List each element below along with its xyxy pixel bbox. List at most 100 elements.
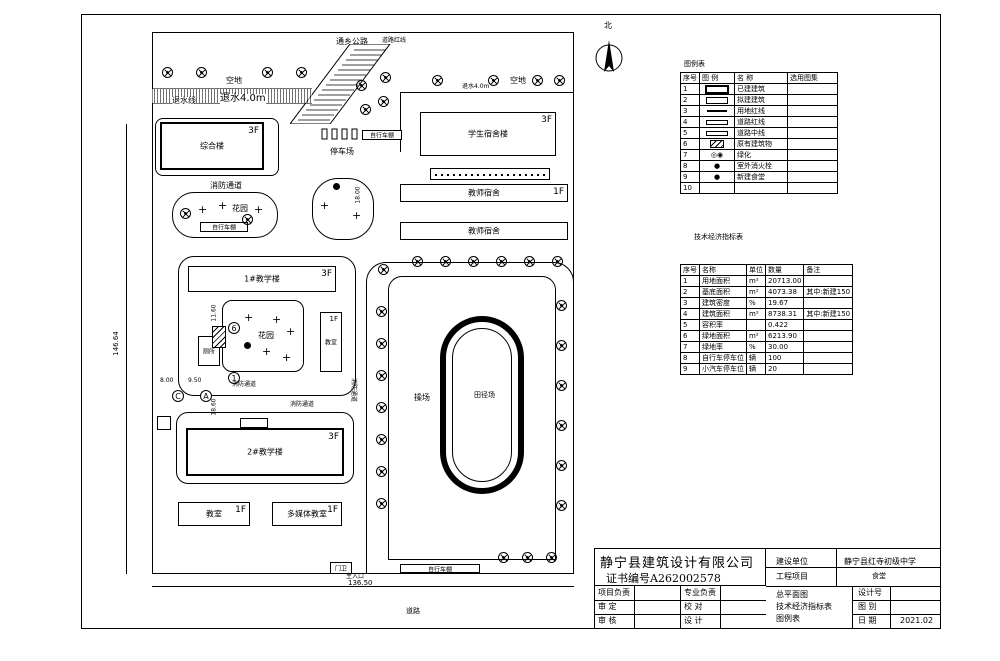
setback-label-left: 退水线 <box>172 96 196 105</box>
tree-icon <box>552 256 563 267</box>
main-entrance-label: 主入口 <box>346 573 365 580</box>
legend-symbol <box>699 127 735 139</box>
ind-cell: m² <box>746 308 766 320</box>
dim-line-bottom <box>152 586 574 587</box>
dim-3: 9.50 <box>188 377 202 384</box>
tree-icon <box>376 370 387 381</box>
tb-client-label: 建设单位 <box>776 557 808 566</box>
north-label: 北 <box>604 21 612 30</box>
legend-no: 7 <box>680 149 700 161</box>
teach2-link <box>240 418 268 428</box>
ind-cell: 4 <box>680 308 700 320</box>
ind-cell <box>803 330 854 342</box>
legend-no: 4 <box>680 116 700 128</box>
north-arrow-icon <box>592 32 626 76</box>
marker-a: A <box>200 390 212 402</box>
tb-role-design: 设 计 <box>684 616 703 625</box>
ind-cell: 建筑面积 <box>699 308 747 320</box>
ind-cell: 绿地面积 <box>699 330 747 342</box>
tb-client: 静宁县红寺初级中学 <box>844 557 916 566</box>
shrub-icon: + <box>272 313 282 326</box>
dim-5: 18.00 <box>354 186 362 204</box>
parking-label: 停车场 <box>330 147 354 156</box>
shrub-icon: + <box>244 311 254 324</box>
title-block <box>594 548 941 629</box>
teacher-dorm-1-floors: 1F <box>553 187 564 197</box>
ind-cell: 9 <box>680 363 700 375</box>
classroom-b-floors: 1F <box>235 505 246 515</box>
classroom-b-label: 教室 <box>206 509 222 519</box>
ind-cell: 7 <box>680 341 700 353</box>
tb-role-review: 审 定 <box>598 602 617 611</box>
garden-2 <box>312 178 374 240</box>
tree-icon <box>556 340 567 351</box>
ind-cell: 19.67 <box>764 297 805 309</box>
shrub-icon: + <box>254 203 264 216</box>
dim-2: 8.00 <box>160 377 174 384</box>
teacher-dorm-2-label: 教师宿舍 <box>468 226 500 236</box>
tree-icon <box>378 264 389 275</box>
tb-vline <box>836 548 837 586</box>
legend-name: 道路红线 <box>734 116 788 128</box>
flowers-label-3: 花园 <box>258 331 274 340</box>
tree-icon <box>196 67 207 78</box>
legend-name: 用地红线 <box>734 105 788 117</box>
ind-cell: m² <box>746 275 766 287</box>
legend-ref <box>787 138 838 150</box>
tree-icon <box>556 500 567 511</box>
tree-icon <box>556 300 567 311</box>
running-track <box>440 316 524 494</box>
flowers-label-1: 花园 <box>232 204 248 213</box>
tree-icon <box>180 208 191 219</box>
track-label: 田径场 <box>474 391 495 399</box>
legend-name: 已建建筑 <box>734 83 788 95</box>
garden-1 <box>172 192 278 238</box>
ind-cell <box>803 297 854 309</box>
tree-icon <box>378 96 389 107</box>
top-road-label: 通乡公路 <box>336 37 368 46</box>
tree-icon <box>556 460 567 471</box>
gate-label: 门卫 <box>334 565 347 573</box>
legend-header-ref: 选用图集 <box>787 72 838 84</box>
inner-fence-line-2 <box>400 92 401 152</box>
legend-name: 室外消火栓 <box>734 160 788 172</box>
legend-no: 3 <box>680 105 700 117</box>
legend-ref <box>787 149 838 161</box>
teach-building-2: 2#教学楼 3F <box>186 428 344 476</box>
tree-icon <box>546 552 557 563</box>
tree-icon <box>296 67 307 78</box>
marker-6: 6 <box>228 322 240 334</box>
parking-stalls <box>320 126 360 144</box>
tree-icon <box>162 67 173 78</box>
legend-no: 1 <box>680 83 700 95</box>
legend-symbol: ◎◉ <box>699 149 735 161</box>
tree-icon <box>376 338 387 349</box>
ind-cell: 基底面积 <box>699 286 747 298</box>
tree-icon <box>556 420 567 431</box>
legend-no: 10 <box>680 182 700 194</box>
playground-inner <box>388 276 556 560</box>
dorm-building: 学生宿舍楼 3F <box>420 112 556 156</box>
bike-shed-3-label: 自行车棚 <box>427 566 452 573</box>
tb-project: 食堂 <box>872 572 886 580</box>
setback-label-right: 退水4.0m <box>462 83 490 90</box>
ind-cell: 20 <box>764 363 805 375</box>
tree-icon <box>376 498 387 509</box>
complex-building: 综合楼 3F <box>160 122 264 170</box>
bike-shed-2: 自行车棚 <box>200 222 248 232</box>
ind-cell <box>803 352 854 364</box>
ind-header: 数量 <box>764 264 805 276</box>
teacher-dorm-1: 教师宿舍 1F <box>400 184 568 202</box>
tb-sheet-desc-1: 总平面图 <box>776 590 808 599</box>
tb-line <box>766 567 941 568</box>
tb-role-project-lead: 项目负责 <box>598 588 630 597</box>
legend-no: 6 <box>680 138 700 150</box>
marker-1: 1 <box>228 372 240 384</box>
tree-icon <box>554 75 565 86</box>
legend-ref <box>787 182 838 194</box>
ind-cell: 容积率 <box>699 319 747 331</box>
tb-sheet-desc-3: 图例表 <box>776 614 800 623</box>
classroom-a-label: 教室 <box>324 339 337 347</box>
tree-icon <box>440 256 451 267</box>
tb-role-spec-lead: 专业负责 <box>684 588 716 597</box>
